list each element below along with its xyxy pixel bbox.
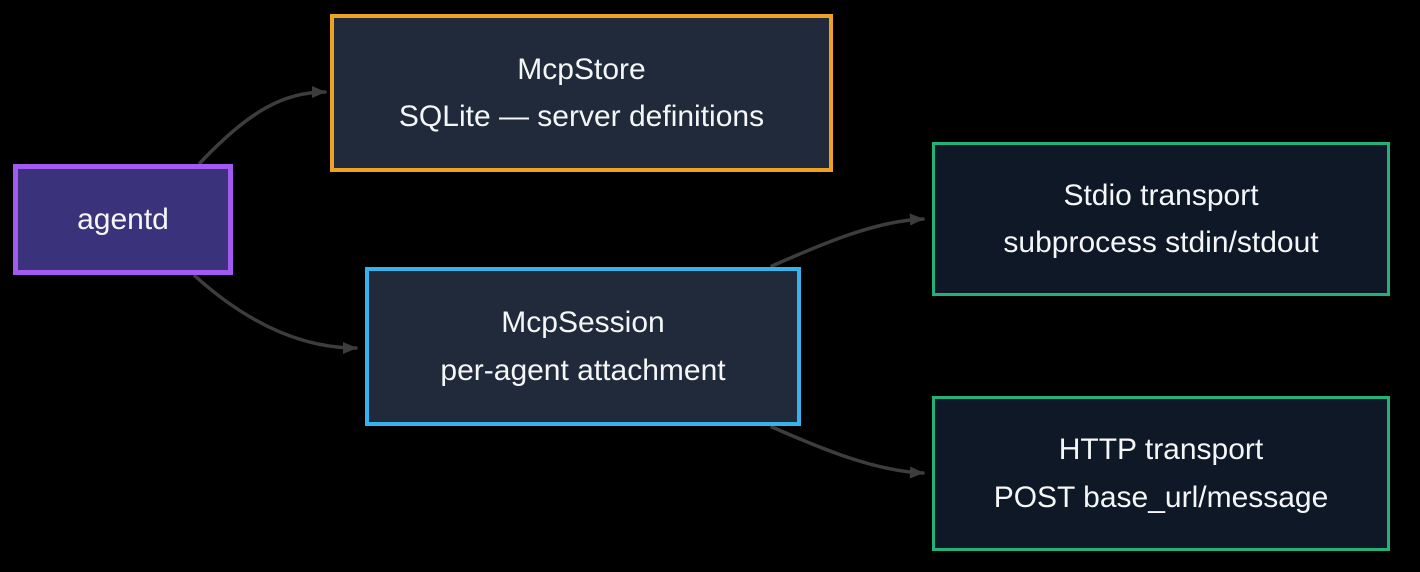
node-http-subtitle: POST base_url/message [993,480,1329,514]
node-stdio-subtitle: subprocess stdin/stdout [1003,226,1319,259]
node-stdio-title: Stdio transport [1063,178,1259,212]
edge-mcpsession-to-http [770,425,925,479]
node-mcpstore-subtitle: SQLite — server definitions [398,100,765,133]
edge-agentd-to-mcpsession [193,274,358,354]
node-http-transport: HTTP transport POST base_url/message [932,396,1390,551]
node-agentd: agentd [13,164,233,275]
node-mcpsession: McpSession per-agent attachment [365,267,801,426]
node-mcpstore-title: McpStore [517,52,646,86]
node-mcpstore: McpStore SQLite — server definitions [330,14,833,172]
node-stdio-transport: Stdio transport subprocess stdin/stdout [932,142,1390,296]
node-mcpsession-subtitle: per-agent attachment [440,353,726,387]
node-mcpsession-title: McpSession [501,306,665,340]
node-agentd-label: agentd [77,202,169,236]
edge-agentd-to-mcpstore [198,86,327,165]
edge-mcpsession-to-stdio [770,213,925,268]
node-http-title: HTTP transport [1058,433,1264,467]
